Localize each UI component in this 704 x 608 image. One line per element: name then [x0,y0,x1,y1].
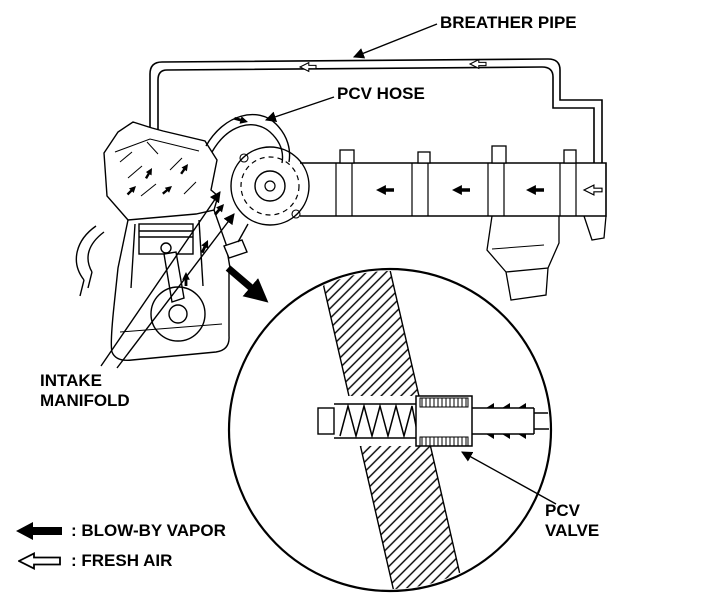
label-intake-manifold: INTAKE MANIFOLD [40,371,130,410]
legend-item-fresh-air: : FRESH AIR [18,551,172,571]
label-pcv-valve: PCV VALVE [545,501,600,540]
throttle-body-drawing [230,146,310,226]
intake-manifold-drawing [300,145,607,217]
pcv-valve-drawing [317,395,549,447]
fresh-air-flow-arrows [299,59,603,196]
breather-pipe-drawing [149,58,603,163]
label-breather-pipe: BREATHER PIPE [440,13,577,32]
inset-circle-outline [227,267,553,593]
fresh-air-arrow-icon [18,552,61,570]
legend-label-fresh-air: : FRESH AIR [71,551,173,570]
pcv-valve-fitting-drawing [223,223,249,259]
hose-nipple [472,403,549,439]
valve-spring [339,403,419,439]
label-pcv-hose: PCV HOSE [337,84,425,103]
leader-lines [100,23,557,505]
engine-drawing [75,121,231,362]
pcv-valve-leader [461,451,557,505]
legend-label-blow-by: : BLOW-BY VAPOR [71,521,226,540]
bracket-drawing [486,215,607,301]
legend-item-blow-by: : BLOW-BY VAPOR [16,521,226,541]
pcv-hose-leader [264,96,335,123]
pcv-hose-drawing [205,114,291,164]
intake-manifold-leader-1 [100,191,221,367]
magnifier-arrow [225,265,269,303]
detail-inset [227,267,553,593]
intake-manifold-leader-2 [116,213,235,369]
blow-by-vapor-arrow-icon [16,522,62,540]
breather-pipe-leader [352,23,438,59]
